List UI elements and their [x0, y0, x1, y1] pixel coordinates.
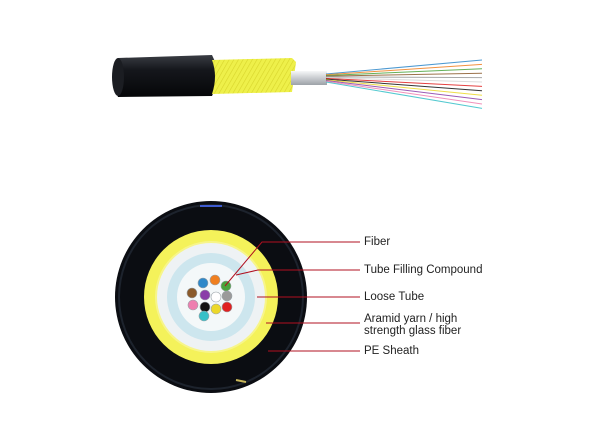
leader-lines — [224, 241, 360, 352]
label-aramid-yarn: Aramid yarn / high strength glass fiber — [364, 313, 461, 337]
fiber-strand — [325, 72, 483, 77]
label-loose-tube: Loose Tube — [364, 291, 425, 303]
fiber-dot — [209, 274, 221, 286]
fiber-strand — [325, 80, 483, 105]
label-aramid-line1: Aramid yarn / high — [364, 313, 458, 325]
fiber-dot — [220, 280, 232, 292]
loose-tube-strip — [291, 71, 327, 85]
ripcord-mark — [235, 379, 247, 383]
fiber-strand — [325, 79, 483, 96]
fiber-bundle — [186, 274, 233, 322]
fiber-dot — [187, 299, 199, 311]
label-tube-filling-compound: Tube Filling Compound — [364, 264, 483, 276]
fiber-dot — [221, 301, 233, 313]
fiber-strand — [325, 77, 483, 83]
fiber-dot — [186, 287, 198, 299]
fiber-strand — [325, 78, 483, 92]
fiber-dot — [210, 291, 222, 303]
aramid-yarn-strip — [212, 58, 296, 94]
fiber-strand — [325, 59, 483, 75]
fiber-dot — [221, 290, 233, 302]
leader-fiber — [224, 241, 360, 287]
label-pe-sheath: PE Sheath — [364, 345, 419, 357]
fiber-dot — [198, 310, 210, 322]
fiber-strand — [325, 81, 483, 109]
fiber-strand — [325, 76, 483, 79]
fiber-strand — [325, 77, 483, 87]
jacket-end — [112, 58, 124, 96]
fiber-strand — [325, 80, 483, 101]
cable-side-view — [112, 55, 483, 109]
fiber-strand — [325, 68, 483, 76]
fiber-dot — [197, 277, 209, 289]
fiber-dot — [199, 289, 211, 301]
leader-filling — [235, 269, 360, 276]
fiber-dot — [210, 303, 222, 315]
label-aramid-line2: strength glass fiber — [364, 325, 462, 337]
fiber-fan — [325, 59, 483, 109]
fiber-dot — [199, 301, 211, 313]
fiber-strand — [325, 63, 483, 76]
outer-jacket — [114, 55, 217, 97]
label-fiber: Fiber — [364, 236, 391, 248]
